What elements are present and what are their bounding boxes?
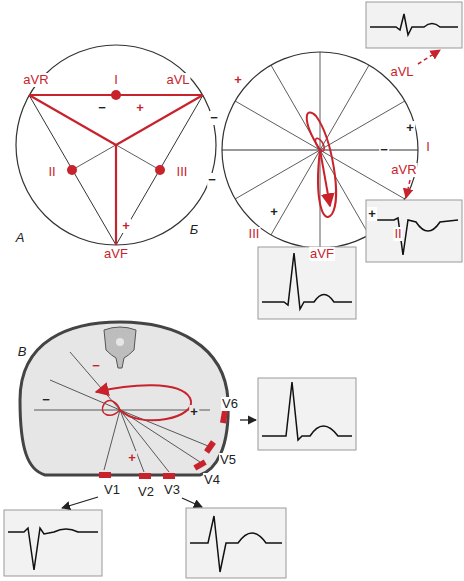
trace-box [366,200,462,262]
electrode [204,440,216,453]
electrode [139,473,151,479]
polarity-sign: + [405,121,415,135]
lead-circle-a [16,45,216,245]
lead-name: aVL [165,73,190,87]
trace-box [8,528,98,570]
electrode-label: V3 [163,483,181,497]
lead-circle-a [155,165,165,175]
trace-box [262,253,352,309]
polarity-sign: − [209,111,219,125]
polarity-sign: + [367,207,377,221]
pointer-arrow [240,419,256,420]
torso-section [116,338,124,346]
polarity-sign: + [189,405,199,419]
electrode [163,473,175,479]
lead-name: II [393,227,402,241]
trace-box [258,247,356,319]
vector-loop [307,113,336,217]
hexaxial-circle [271,65,369,235]
lead-name: III [248,227,261,241]
torso-section [20,322,228,475]
trace-box [4,378,356,578]
torso-section [104,327,136,368]
trace-box [366,2,462,48]
polarity-sign: − [207,173,217,187]
lead-circle-a [16,45,216,245]
electrode [220,411,228,424]
lead-circle-a [67,165,77,175]
trace-box [258,378,356,450]
panel-letter: А [15,231,26,245]
lead-name: aVR [390,163,417,177]
trace-box [370,218,458,255]
lead-name: aVF [309,247,335,261]
trace-box [262,382,352,440]
polarity-sign: − [91,359,101,373]
vector-loop [320,150,330,206]
torso-section [20,322,228,475]
pointer-arrow [418,50,440,64]
pointer-arrow [62,497,98,508]
trace-box [370,14,458,35]
lead-name: aVF [103,247,129,261]
trace-box [4,510,102,576]
polarity-sign: + [269,205,279,219]
vector-loop [96,385,191,420]
electrode [99,411,228,479]
lead-axis [50,380,120,410]
panel-letter: В [17,345,28,359]
lead-name: II [47,165,56,179]
pointer-arrow [406,180,410,198]
polarity-sign: + [127,451,137,465]
electrode-label: V2 [137,485,155,499]
electrode-label: V5 [219,453,237,467]
trace-box [258,2,462,319]
polarity-sign: − [97,101,107,115]
lead-circle-a [115,145,117,245]
lead-circle-a [29,95,160,170]
lead-circle-a [29,95,203,245]
lead-axis [104,410,120,470]
lead-circle-a [111,90,121,100]
lead-circle-a [72,95,203,170]
electrode-label: V6 [221,397,239,411]
lead-circle-a [29,95,116,145]
lead-name: aVL [389,65,414,79]
lead-circle-a [116,95,203,145]
panel-letter: Б [189,223,199,237]
electrode-label: V4 [203,473,221,487]
lead-name: III [176,165,189,179]
lead-name: I [113,73,119,87]
pointer-arrow [182,498,202,507]
vector-loop [316,138,325,151]
electrode-label: V1 [103,483,121,497]
pointer-arrow [62,420,256,508]
vector-loop [96,385,191,420]
polarity-sign: + [233,73,243,87]
lead-axis [34,410,210,411]
lead-name: I [425,140,431,154]
lead-axis [34,352,210,472]
polarity-sign: + [121,219,131,233]
trace-box [190,516,282,572]
polarity-sign: + [135,101,145,115]
polarity-sign: − [379,143,389,157]
lead-name: aVR [22,73,49,87]
electrode [193,459,206,470]
electrode [99,472,111,478]
vector-loop [307,113,336,217]
vector-loop [102,401,120,416]
polarity-sign: − [41,393,51,407]
trace-box [186,508,286,578]
